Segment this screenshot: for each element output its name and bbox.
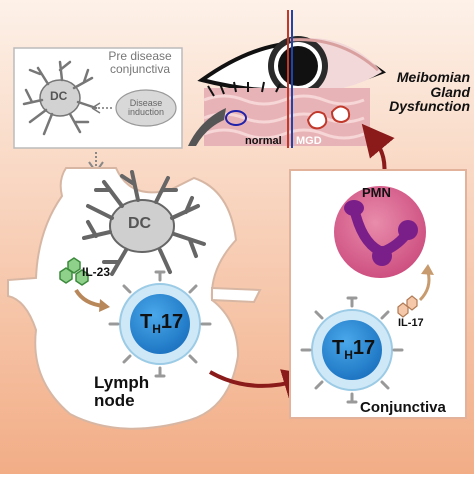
lymph-dc-label: DC: [128, 215, 152, 232]
lymph-th17-h: H: [152, 322, 161, 336]
pre-disease-title-line2: conjunctiva: [109, 61, 171, 76]
pre-disease-title-line1: Pre disease: [108, 49, 172, 63]
il17-label: IL-17: [398, 317, 424, 329]
il17-arrow: [418, 271, 431, 302]
conj-th17-num: 17: [352, 337, 376, 359]
pre-disease-dc-cell: [22, 60, 98, 136]
pmn-label: PMN: [362, 185, 391, 200]
il17-cytokines: [397, 295, 418, 318]
meibomian-line3: Dysfunction: [389, 98, 470, 115]
pre-disease-dc-label: DC: [50, 89, 68, 103]
conjunctiva-th17-cell: [300, 296, 404, 404]
lymph-node-label: Lymph node: [94, 374, 149, 410]
lymph-dc-cell: [82, 170, 206, 276]
mgd-label: MGD: [296, 135, 322, 147]
induction-line2: induction: [127, 107, 165, 118]
lymph-th17-label: TH17: [140, 312, 183, 336]
il23-label: IL-23: [82, 265, 111, 279]
disease-induction-label: Disease induction: [118, 98, 174, 118]
lymph-line1: Lymph: [94, 373, 150, 392]
pmn-cell: [334, 186, 426, 278]
il23-arrowhead: [99, 299, 110, 312]
conj-th17-h: H: [344, 348, 353, 362]
lymph-th17-t: T: [140, 311, 153, 333]
conjunctiva-label: Conjunctiva: [360, 399, 446, 416]
induction-arrowhead: [91, 102, 101, 114]
il17-arrowhead: [421, 264, 434, 275]
conj-th17-t: T: [332, 337, 345, 359]
il23-cytokines: [59, 257, 89, 286]
lymph-node-vessel: [211, 286, 262, 304]
eye-illustration: [188, 10, 387, 148]
meibomian-title: Meibomian Gland Dysfunction: [380, 70, 470, 114]
normal-label: normal: [245, 135, 282, 147]
induction-line1: Disease: [129, 98, 163, 108]
lymph-node-outline: [7, 167, 240, 430]
conj-th17-label: TH17: [332, 338, 375, 362]
meibomian-line2: Gland: [430, 83, 470, 100]
meibomian-line1: Meibomian: [396, 69, 470, 85]
pre-disease-title: Pre disease conjunctiva: [98, 50, 182, 75]
lymph-th17-cell: [108, 270, 212, 378]
lymph-th17-num: 17: [160, 311, 184, 333]
disease-induction-badge: [115, 89, 177, 127]
lymph-line2: node: [94, 390, 135, 410]
